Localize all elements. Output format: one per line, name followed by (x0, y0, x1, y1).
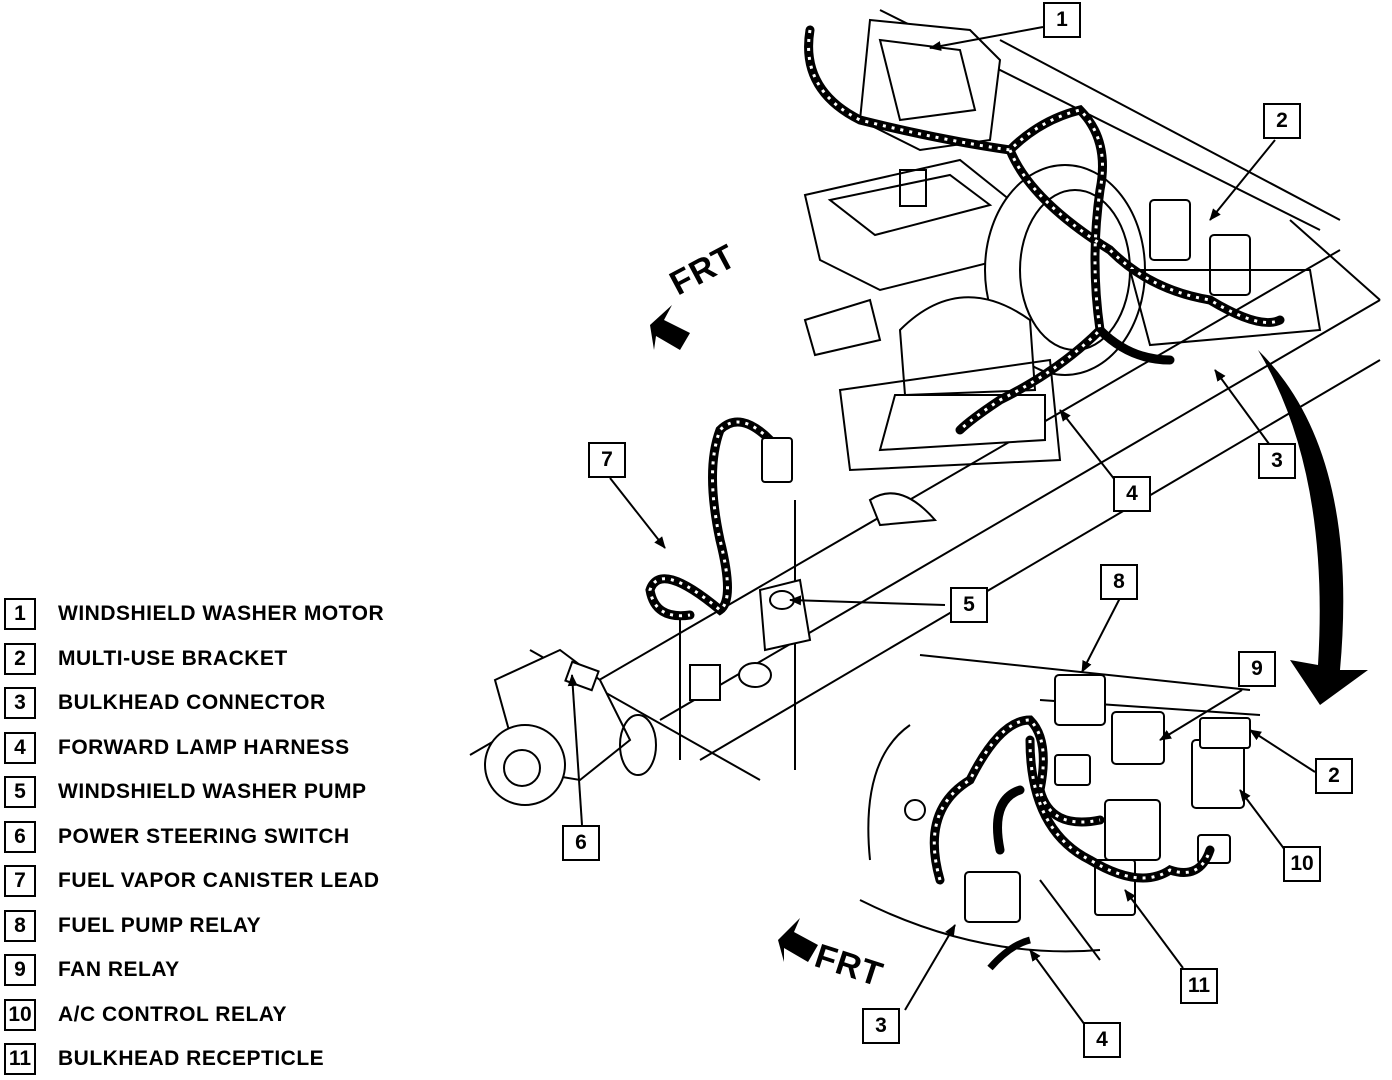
legend-number: 11 (4, 1043, 36, 1075)
bracket-connectors (1128, 199, 1322, 347)
callout-1: 1 (1043, 2, 1081, 38)
legend-row: 8 FUEL PUMP RELAY (4, 908, 261, 944)
callout-8: 8 (1100, 564, 1138, 600)
legend-label: A/C CONTROL RELAY (58, 1002, 288, 1026)
detail-wire-harness (929, 715, 1215, 885)
front-direction-arrow-top (650, 305, 690, 350)
legend-row: 3 BULKHEAD CONNECTOR (4, 685, 326, 721)
legend-label: BULKHEAD CONNECTOR (58, 691, 326, 714)
callout-7: 7 (588, 442, 626, 478)
callout-4-top: 4 (1113, 476, 1151, 512)
legend-row: 7 FUEL VAPOR CANISTER LEAD (4, 863, 380, 899)
canister-connector (761, 437, 793, 483)
callout-4-bottom: 4 (1083, 1022, 1121, 1058)
legend-label: FUEL VAPOR CANISTER LEAD (58, 869, 380, 892)
power-steering-pump (484, 648, 657, 806)
detail-lamp-harness-stub (987, 936, 1031, 971)
callout-3-top: 3 (1258, 443, 1296, 479)
legend-number: 9 (4, 954, 36, 986)
legend-row: 9 FAN RELAY (4, 952, 180, 988)
legend-label: FORWARD LAMP HARNESS (58, 735, 350, 759)
legend-row: 11 BULKHEAD RECEPTICLE (4, 1041, 324, 1077)
legend-number: 3 (4, 687, 36, 719)
callout-9: 9 (1238, 651, 1276, 687)
legend-label: BULKHEAD RECEPTICLE (58, 1047, 325, 1070)
callout-6: 6 (562, 825, 600, 861)
legend-label: WINDSHIELD WASHER MOTOR (58, 602, 385, 625)
legend-number: 2 (4, 642, 36, 675)
leader-lines (567, 26, 1316, 1026)
legend-number: 4 (4, 731, 36, 764)
legend-number: 6 (4, 820, 36, 853)
legend-row: 4 FORWARD LAMP HARNESS (4, 730, 350, 766)
callout-5: 5 (950, 587, 988, 623)
callout-10: 10 (1283, 846, 1321, 882)
callout-11: 11 (1180, 968, 1218, 1004)
legend-row: 2 MULTI-USE BRACKET (4, 641, 288, 677)
legend-label: MULTI-USE BRACKET (58, 646, 288, 670)
front-direction-arrow-bottom (778, 918, 818, 962)
legend-row: 6 POWER STEERING SWITCH (4, 819, 350, 855)
legend-label: FUEL PUMP RELAY (58, 913, 262, 937)
legend-number: 1 (4, 598, 36, 630)
legend-number: 10 (4, 998, 36, 1031)
legend-label: POWER STEERING SWITCH (58, 824, 350, 848)
callout-2-top: 2 (1263, 103, 1301, 139)
detail-view-arrow (1258, 350, 1368, 705)
canister-lead-harness (645, 417, 775, 621)
callout-2-bottom: 2 (1315, 758, 1353, 794)
relay-blocks (904, 674, 1251, 923)
legend-number: 5 (4, 776, 36, 808)
legend-row: 10 A/C CONTROL RELAY (4, 997, 287, 1033)
legend-number: 8 (4, 909, 36, 942)
legend-label: FAN RELAY (58, 958, 180, 981)
legend-label: WINDSHIELD WASHER PUMP (58, 780, 367, 803)
legend-row: 5 WINDSHIELD WASHER PUMP (4, 774, 367, 810)
legend-number: 7 (4, 865, 36, 897)
legend-row: 1 WINDSHIELD WASHER MOTOR (4, 596, 384, 632)
callout-3-bottom: 3 (862, 1008, 900, 1044)
